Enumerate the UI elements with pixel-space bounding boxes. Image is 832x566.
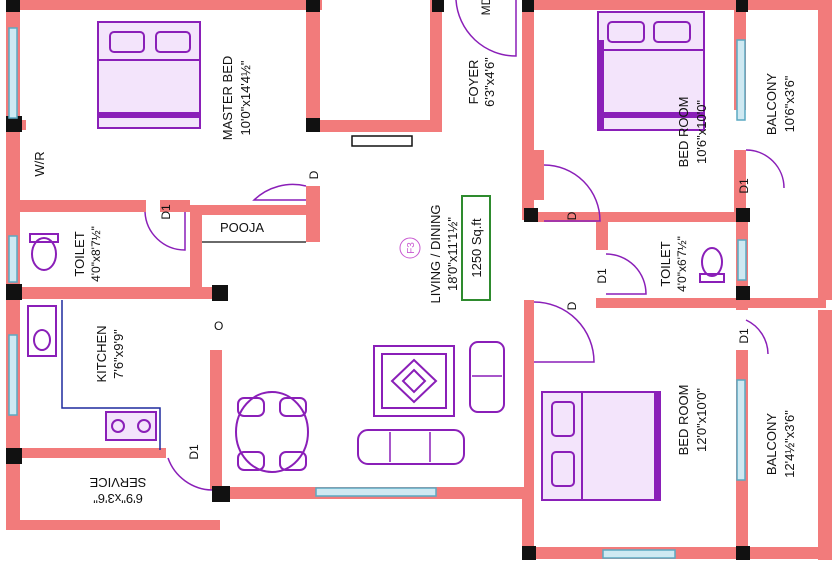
- door-bed-top: [543, 164, 601, 222]
- wc-left: [29, 233, 59, 271]
- balcony-top-size: 10'6"x3'6": [782, 75, 797, 132]
- kitchen-counter: [27, 300, 161, 450]
- door-label-bed-bottom: D: [565, 301, 579, 310]
- door-label-balcony-bottom: D1: [737, 328, 751, 344]
- bed-master: [97, 21, 201, 129]
- windows: [8, 27, 747, 559]
- toilet-left-label: TOILET: [72, 231, 87, 276]
- door-label-service: D1: [187, 444, 201, 460]
- door-balcony-bottom: [745, 319, 769, 355]
- dining-table: [235, 391, 309, 473]
- door-balcony-top: [745, 149, 785, 189]
- balcony-top-label: BALCONY: [764, 73, 779, 135]
- bay-sill: [351, 135, 413, 147]
- window-kitchen: [8, 334, 18, 416]
- doors: [144, 0, 785, 491]
- bed-room-top-label: BED ROOM: [676, 97, 691, 168]
- service-size: 6'9"x3'6": [93, 491, 143, 506]
- door-service: [167, 457, 213, 491]
- service-label: SERVICE: [89, 475, 146, 490]
- balcony-bottom-size: 12'4½"x3'6": [782, 410, 797, 478]
- flat-label: F3: [406, 242, 417, 254]
- window-bed-top: [736, 39, 746, 121]
- furniture: [27, 11, 725, 501]
- labels: MASTER BED 10'0"x14'4½" FOYER 6'3"x4'6" …: [32, 0, 797, 506]
- window-bed-bottom: [602, 549, 676, 559]
- rug: [373, 345, 455, 417]
- toilet-left-size: 4'0"x8'7½": [89, 226, 103, 282]
- pooja-label: POOJA: [220, 220, 264, 235]
- bed-room-bottom-size: 12'0"x10'0": [694, 388, 709, 452]
- bed-bottom-right: [541, 391, 661, 501]
- door-master-bed: [252, 183, 307, 201]
- door-toilet-left: [144, 211, 186, 251]
- main-door: [455, 0, 517, 57]
- sofa-long: [357, 429, 465, 465]
- wr-label: W/R: [32, 151, 47, 176]
- balcony-bottom-label: BALCONY: [764, 413, 779, 475]
- foyer-size: 6'3"x4'6": [482, 57, 497, 107]
- main-door-label: MD: [479, 0, 493, 15]
- sofa-short: [469, 341, 505, 413]
- door-label-master: D: [307, 170, 321, 179]
- door-label-toilet-right: D1: [595, 268, 609, 284]
- window-toilet: [8, 235, 18, 283]
- toilet-right-size: 4'0"x6'7½": [675, 236, 689, 292]
- master-bed-size: 10'0"x14'4½": [238, 60, 253, 135]
- window-toilet-right: [737, 239, 747, 281]
- door-toilet-right: [605, 253, 647, 295]
- door-label-toilet-left: D1: [159, 204, 173, 220]
- flat-marker: [399, 237, 421, 259]
- area-label: 1250 Sq.ft: [469, 218, 484, 278]
- door-label-bed-top: D: [565, 211, 579, 220]
- bed-top-right: [597, 11, 705, 131]
- door-label-balcony-top: D1: [737, 178, 751, 194]
- kitchen-opening-mark: O: [214, 319, 223, 333]
- wc-right: [699, 247, 725, 283]
- foyer-label: FOYER: [466, 60, 481, 105]
- window-bed-bottom-side: [736, 379, 746, 481]
- columns: [6, 0, 750, 560]
- master-bed-label: MASTER BED: [220, 56, 235, 141]
- kitchen-size: 7'6"x9'9": [111, 329, 126, 379]
- kitchen-label: KITCHEN: [94, 325, 109, 382]
- window-master-bed: [8, 27, 18, 119]
- door-bed-bottom: [533, 301, 595, 363]
- window-living: [315, 487, 437, 497]
- living-size: 18'0"x11'1½": [445, 217, 460, 291]
- bed-room-top-size: 10'6"x10'0": [694, 100, 709, 164]
- living-label: LIVING / DINING: [428, 205, 443, 304]
- area-box: [461, 195, 491, 301]
- toilet-right-label: TOILET: [658, 241, 673, 286]
- bed-room-bottom-label: BED ROOM: [676, 385, 691, 456]
